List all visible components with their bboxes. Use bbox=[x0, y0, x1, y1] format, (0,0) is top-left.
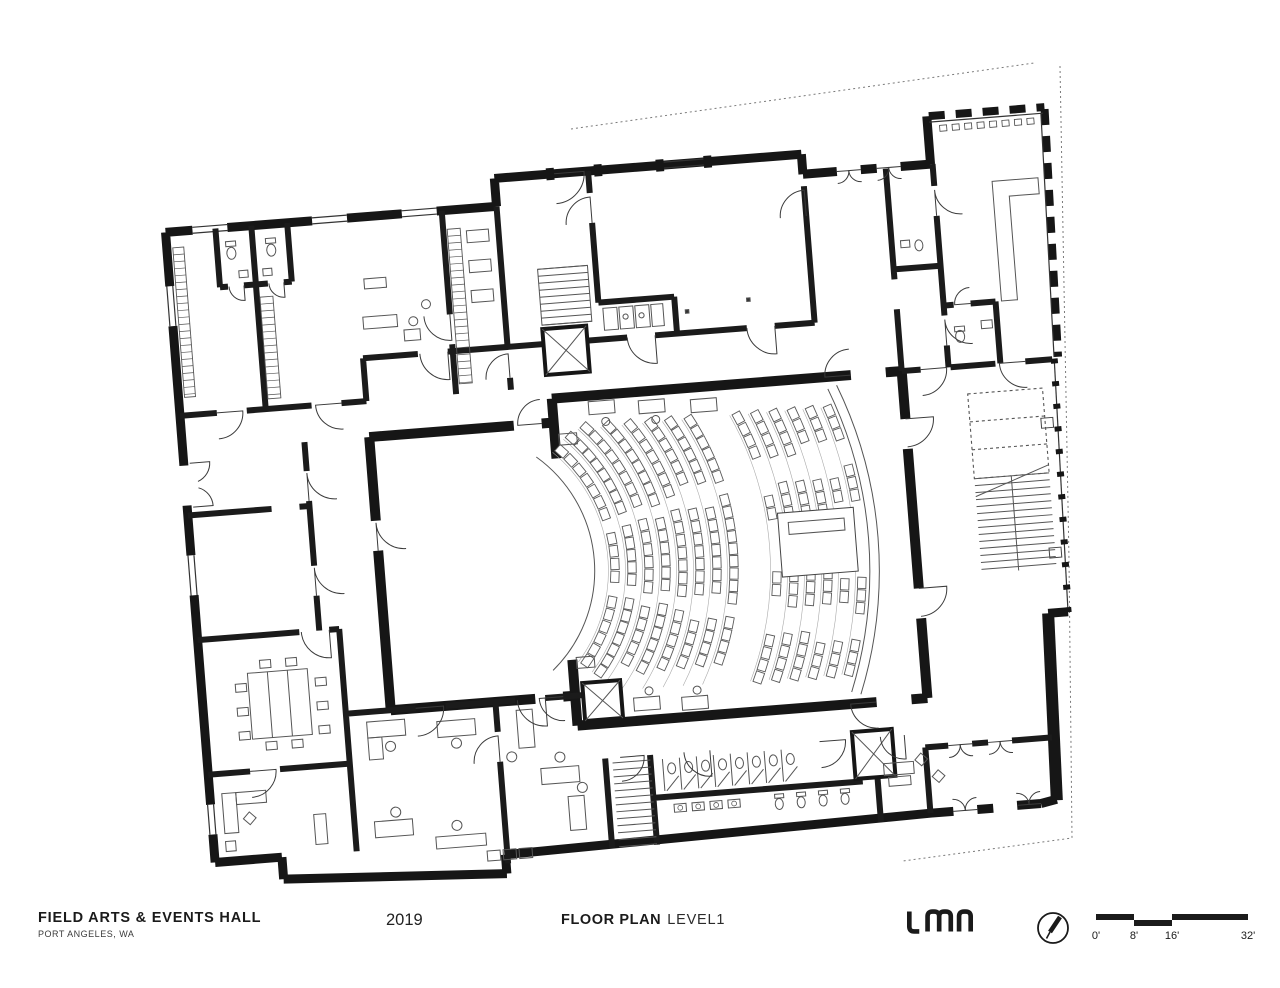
shelf-bands bbox=[172, 227, 473, 400]
title-block-footer: FIELD ARTS & EVENTS HALL PORT ANGELES, W… bbox=[0, 900, 1280, 988]
scale-label-8: 8' bbox=[1129, 930, 1139, 942]
elevator-hall-sw bbox=[580, 677, 626, 724]
grand-stair-upper bbox=[967, 387, 1050, 480]
cafe-counter bbox=[991, 177, 1040, 302]
lmn-logo-icon bbox=[906, 909, 974, 934]
lmn-logo bbox=[906, 908, 974, 935]
stairs bbox=[537, 264, 1057, 848]
restroom-stalls bbox=[661, 749, 851, 813]
auditorium-seats bbox=[554, 403, 867, 685]
north-arrow-icon bbox=[1037, 912, 1069, 944]
floor-plan-drawing bbox=[161, 62, 1073, 884]
conference-table bbox=[246, 668, 313, 740]
drawing-title: FLOOR PLAN LEVEL1 bbox=[561, 912, 725, 928]
stage-front-line bbox=[536, 456, 596, 671]
auditorium bbox=[536, 385, 880, 712]
title-block: FIELD ARTS & EVENTS HALL PORT ANGELES, W… bbox=[38, 910, 261, 939]
door-swings bbox=[189, 166, 1042, 812]
exterior-walls bbox=[161, 103, 1069, 884]
scale-label-32: 32' bbox=[1240, 930, 1256, 942]
project-title: FIELD ARTS & EVENTS HALL bbox=[38, 910, 262, 926]
scale-bar: 0' 8' 16' 32' bbox=[1091, 914, 1256, 948]
fixtures bbox=[221, 177, 1040, 862]
curtain-wall-mullions bbox=[939, 117, 1072, 613]
interior-walls bbox=[179, 163, 1053, 864]
tech-tables bbox=[558, 397, 718, 712]
building-plan bbox=[161, 103, 1072, 884]
conference-chairs bbox=[234, 656, 331, 751]
drawing-title-main: FLOOR PLAN bbox=[561, 912, 662, 928]
scale-label-0: 0' bbox=[1091, 930, 1101, 942]
control-booth bbox=[776, 506, 859, 578]
project-location: PORT ANGELES, WA bbox=[38, 929, 135, 939]
north-arrow bbox=[1036, 911, 1070, 945]
seating-rear-rail bbox=[827, 388, 871, 693]
elevator-southeast bbox=[849, 726, 898, 782]
project-year: 2019 bbox=[386, 911, 423, 929]
floor-plan-svg bbox=[161, 62, 1073, 884]
drawing-title-level: LEVEL1 bbox=[667, 912, 726, 928]
elevators bbox=[540, 323, 898, 782]
elevator-backstage bbox=[540, 323, 592, 378]
scale-label-16: 16' bbox=[1164, 930, 1180, 942]
